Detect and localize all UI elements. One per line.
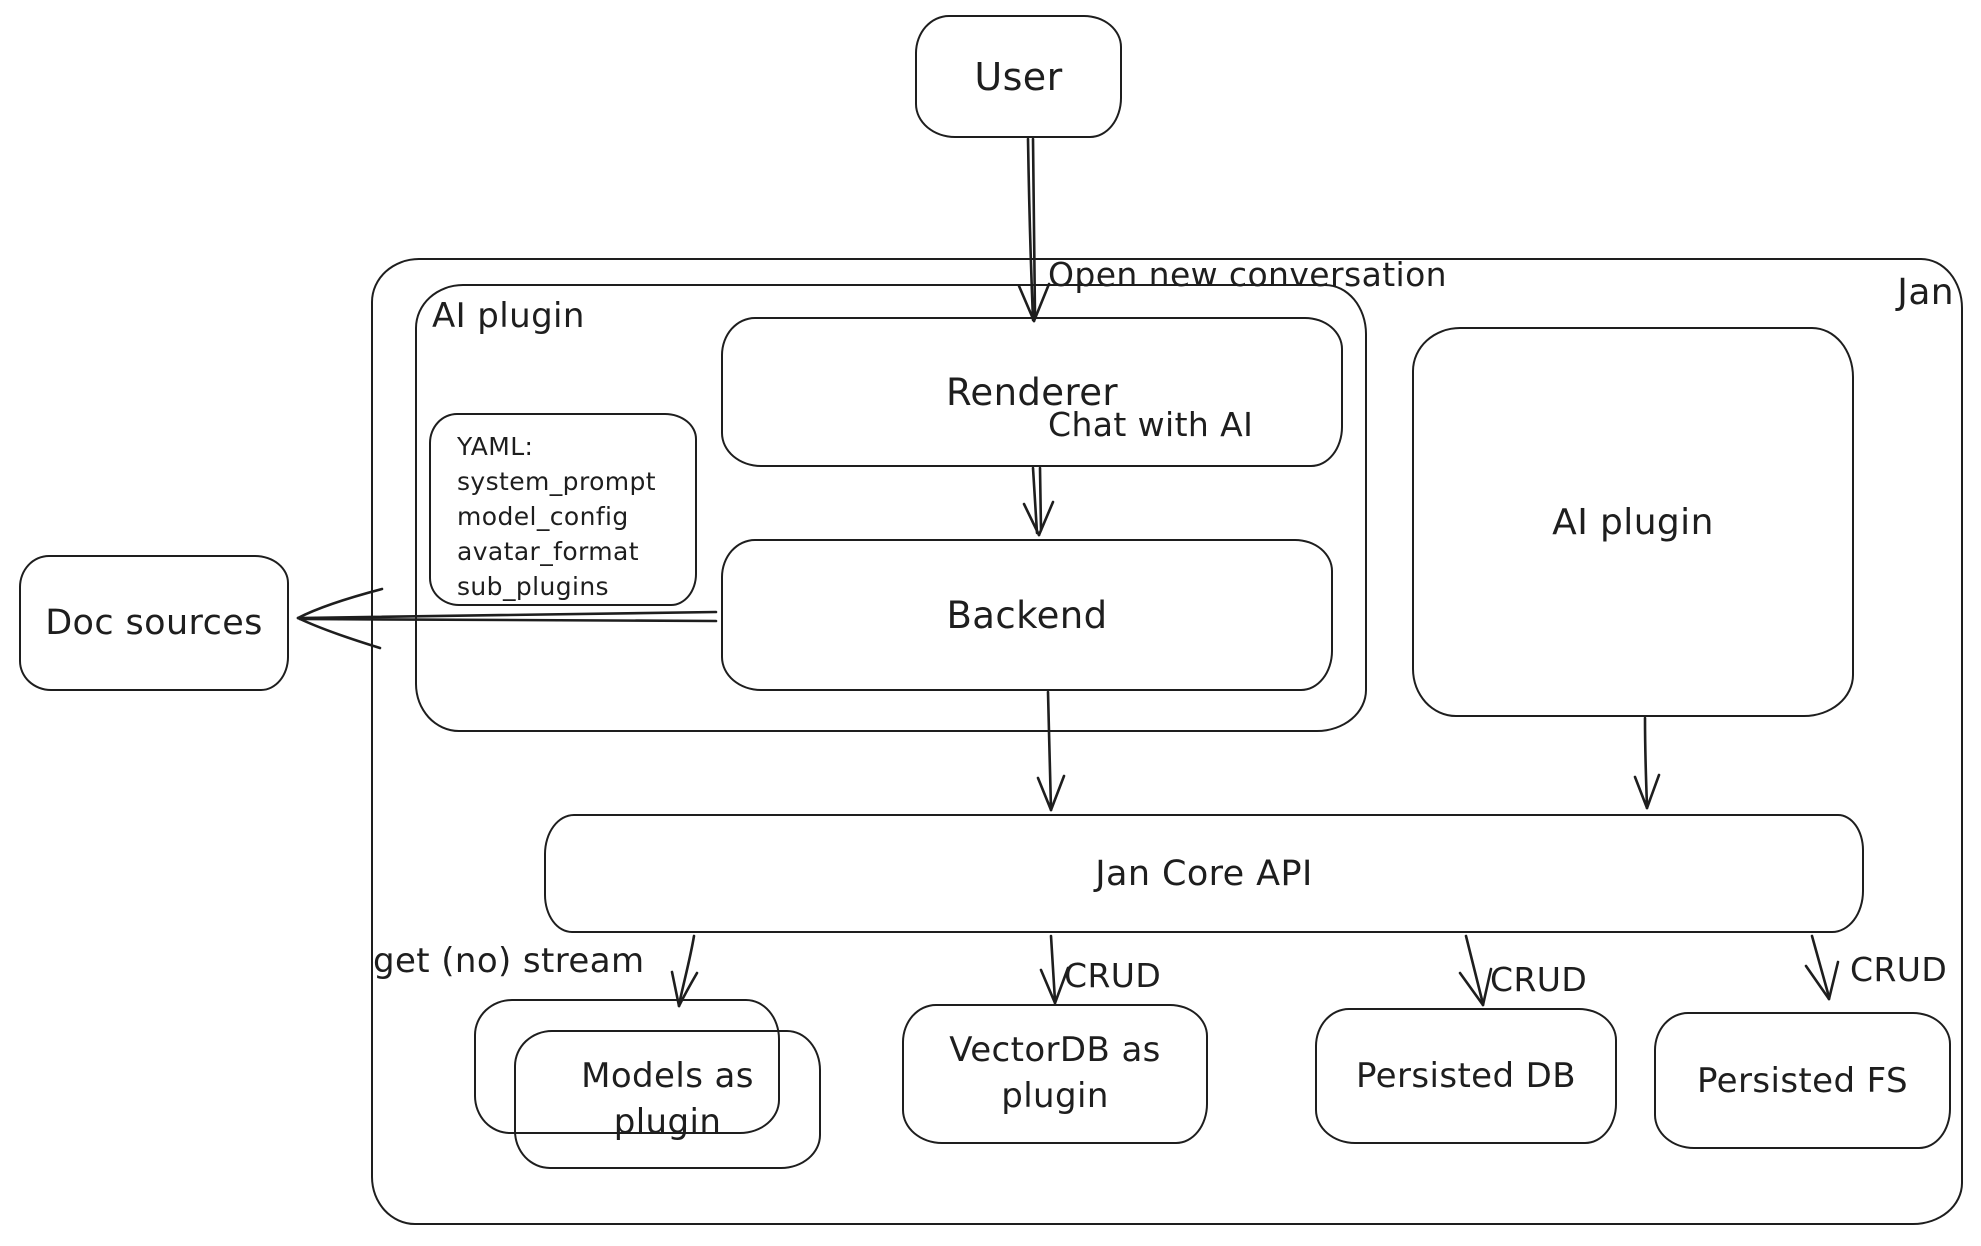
node-models-plugin-label: Models as plugin	[581, 1055, 754, 1142]
node-jan-container	[371, 258, 1963, 1225]
node-jan-label: Jan	[1897, 272, 1954, 313]
node-jan-core-api-label: Jan Core API	[1095, 853, 1313, 894]
node-backend: Backend	[721, 539, 1333, 691]
yaml-note-line-4: avatar_format	[457, 537, 639, 566]
node-persisted-db: Persisted DB	[1315, 1008, 1617, 1144]
node-jan-core-api: Jan Core API	[544, 814, 1864, 933]
edge-label-crud-persisted-fs: CRUD	[1850, 950, 1948, 989]
node-ai-plugin-right-label: AI plugin	[1552, 501, 1714, 543]
node-renderer: Renderer	[721, 317, 1343, 467]
yaml-note-line-3: model_config	[457, 502, 629, 531]
node-doc-sources-label: Doc sources	[45, 603, 263, 643]
node-models-plugin-back	[474, 999, 780, 1134]
node-yaml-note: YAML: system_prompt model_config avatar_…	[429, 413, 697, 606]
edge-label-user-arrow-line2: Chat with AI	[1048, 405, 1254, 444]
edge-label-get-no-stream: get (no) stream	[373, 941, 645, 981]
node-renderer-label: Renderer	[945, 370, 1119, 414]
node-models-plugin: Models as plugin	[514, 1030, 821, 1169]
node-ai-plugin-container-label: AI plugin	[432, 296, 585, 336]
edge-label-crud-persisted-db: CRUD	[1490, 960, 1588, 999]
yaml-note-line-5: sub_plugins	[457, 572, 609, 601]
node-ai-plugin-right: AI plugin	[1412, 327, 1854, 717]
yaml-note-line-1: YAML:	[457, 432, 534, 461]
node-user: User	[915, 15, 1122, 138]
edge-label-crud-vectordb: CRUD	[1064, 956, 1162, 995]
node-persisted-fs: Persisted FS	[1654, 1012, 1951, 1149]
node-ai-plugin-container	[415, 284, 1367, 732]
yaml-note-line-2: system_prompt	[457, 467, 656, 496]
node-vectordb-plugin: VectorDB as plugin	[902, 1004, 1208, 1144]
node-persisted-fs-label: Persisted FS	[1696, 1060, 1909, 1101]
node-vectordb-plugin-label: VectorDB as plugin	[949, 1030, 1161, 1116]
node-persisted-db-label: Persisted DB	[1355, 1056, 1576, 1096]
node-user-label: User	[974, 54, 1063, 99]
node-doc-sources: Doc sources	[19, 555, 289, 691]
node-backend-label: Backend	[946, 593, 1108, 637]
